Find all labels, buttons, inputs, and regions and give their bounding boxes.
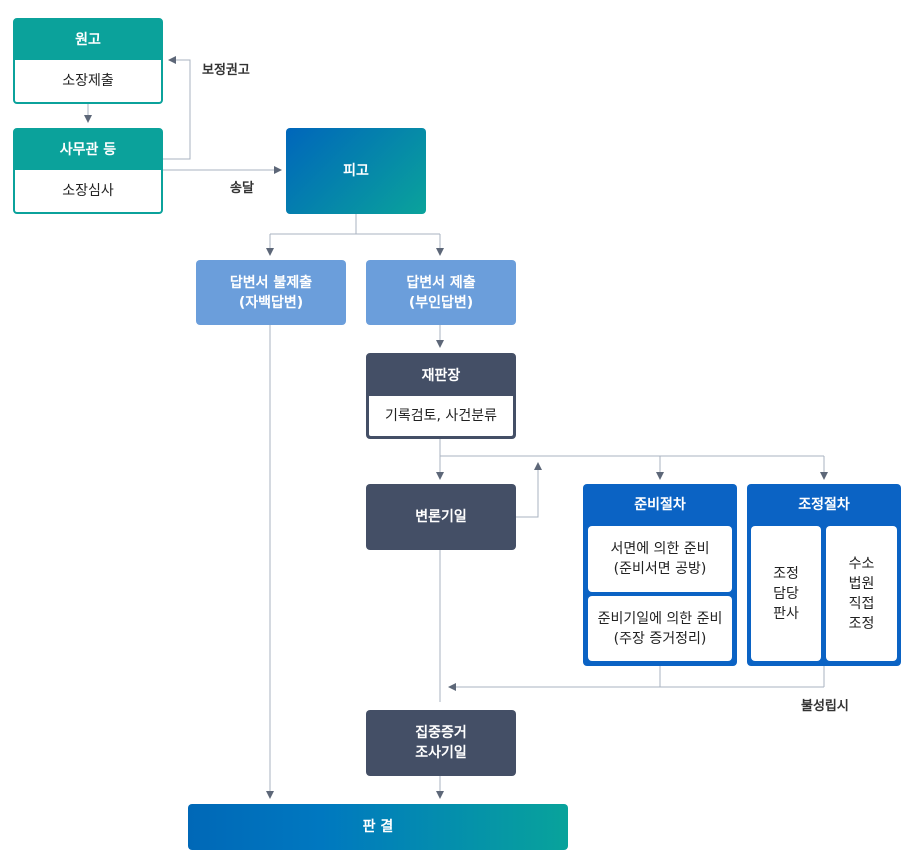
preparation-title: 준비절차 bbox=[634, 497, 686, 513]
label-delivery: 송달 bbox=[230, 181, 254, 196]
clerk-sub: 소장심사 bbox=[15, 170, 161, 212]
defendant-title: 피고 bbox=[343, 163, 369, 179]
label-correction: 보정권고 bbox=[202, 63, 250, 78]
preparation-item1-line2: (준비서면 공방) bbox=[613, 561, 707, 577]
mediation-left-2: 담당 bbox=[773, 585, 799, 602]
arrow-correction bbox=[162, 56, 191, 160]
preparation-item-written: 서면에 의한 준비 (준비서면 공방) bbox=[588, 526, 732, 592]
answer-line1: 답변서 제출 bbox=[406, 274, 476, 291]
verdict-box: 판 결 bbox=[188, 804, 568, 850]
mediation-right-1: 수소 bbox=[848, 555, 875, 572]
evidence-line2: 조사기일 bbox=[415, 745, 467, 761]
mediation-right-2: 법원 bbox=[848, 575, 875, 592]
evidence-line1: 집중증거 bbox=[415, 725, 467, 741]
preparation-item-session: 준비기일에 의한 준비 (주장 증거정리) bbox=[588, 596, 732, 661]
verdict-title: 판 결 bbox=[362, 819, 394, 835]
hearing-box: 변론기일 bbox=[366, 484, 516, 550]
hearing-title: 변론기일 bbox=[415, 509, 467, 525]
plaintiff-title: 원고 bbox=[75, 32, 101, 48]
mediation-left: 조정 담당 판사 bbox=[751, 526, 821, 661]
no-answer-line1: 답변서 불제출 bbox=[229, 274, 313, 291]
label-failed: 불성립시 bbox=[801, 699, 849, 714]
no-answer-box: 답변서 불제출 (자백답변) bbox=[196, 260, 346, 325]
judge-sub: 기록검토, 사건분류 bbox=[369, 396, 513, 436]
judge-box: 재판장 기록검토, 사건분류 bbox=[366, 353, 516, 439]
plaintiff-box: 원고 소장제출 bbox=[13, 18, 163, 104]
mediation-title: 조정절차 bbox=[798, 497, 850, 513]
no-answer-line2: (자백답변) bbox=[238, 294, 304, 311]
mediation-right-4: 조정 bbox=[848, 615, 875, 632]
clerk-box: 사무관 등 소장심사 bbox=[13, 128, 163, 214]
plaintiff-sub: 소장제출 bbox=[15, 60, 161, 102]
defendant-box: 피고 bbox=[286, 128, 426, 214]
preparation-item2-line1: 준비기일에 의한 준비 bbox=[597, 610, 723, 627]
mediation-right: 수소 법원 직접 조정 bbox=[826, 526, 897, 661]
preparation-item1-line1: 서면에 의한 준비 bbox=[610, 541, 710, 557]
judge-title: 재판장 bbox=[421, 368, 461, 384]
answer-line2: (부인답변) bbox=[408, 294, 474, 311]
arrow-hearing-loop bbox=[516, 462, 542, 518]
preparation-item2-line2: (주장 증거정리) bbox=[613, 630, 707, 647]
answer-box: 답변서 제출 (부인답변) bbox=[366, 260, 516, 325]
mediation-right-3: 직접 bbox=[848, 595, 875, 612]
evidence-box: 집중증거 조사기일 bbox=[366, 710, 516, 776]
clerk-title: 사무관 등 bbox=[59, 142, 117, 158]
mediation-left-3: 판사 bbox=[773, 605, 799, 622]
mediation-left-1: 조정 bbox=[773, 565, 799, 582]
